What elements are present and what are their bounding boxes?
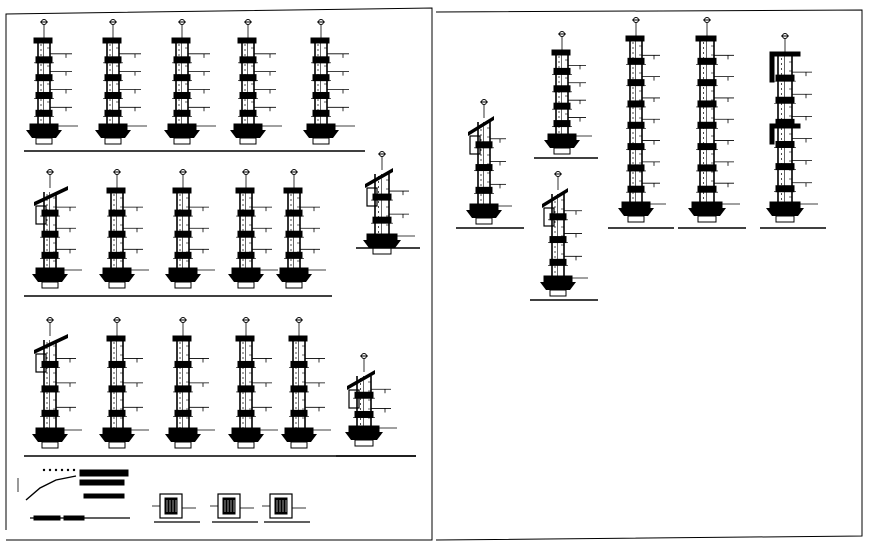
row-1-section-5 — [303, 19, 355, 145]
row-3-section-4 — [228, 317, 278, 449]
foundation-detail-3 — [262, 493, 310, 523]
row-2-section-4 — [228, 169, 278, 289]
right-section-1 — [466, 99, 512, 225]
row-2-section-5 — [276, 169, 326, 289]
row-3-section-6 — [345, 353, 397, 447]
foundation-detail-2 — [210, 493, 258, 523]
right-section-6 — [766, 33, 818, 223]
row-3-section-3 — [165, 317, 215, 449]
row-3-section-5 — [281, 317, 331, 449]
row-2-section-2 — [99, 169, 149, 289]
right-section-3 — [540, 171, 588, 297]
row-3-section-1 — [32, 317, 82, 449]
right-section-5 — [688, 17, 740, 223]
row-1-section-4 — [230, 19, 282, 145]
row-2-section-6 — [363, 151, 415, 255]
foundation-detail-1 — [152, 493, 200, 523]
row-1-section-1 — [26, 19, 78, 145]
eave-detail — [17, 468, 130, 521]
row-1-section-2 — [95, 19, 147, 145]
row-2-section-3 — [165, 169, 215, 289]
row-2-section-1 — [32, 169, 82, 289]
sheet-left-border — [5, 7, 433, 541]
row-1-section-3 — [164, 19, 216, 145]
right-section-2 — [544, 31, 592, 155]
right-section-4 — [618, 17, 666, 223]
row-3-section-2 — [99, 317, 149, 449]
sheet-right-border — [435, 9, 863, 541]
